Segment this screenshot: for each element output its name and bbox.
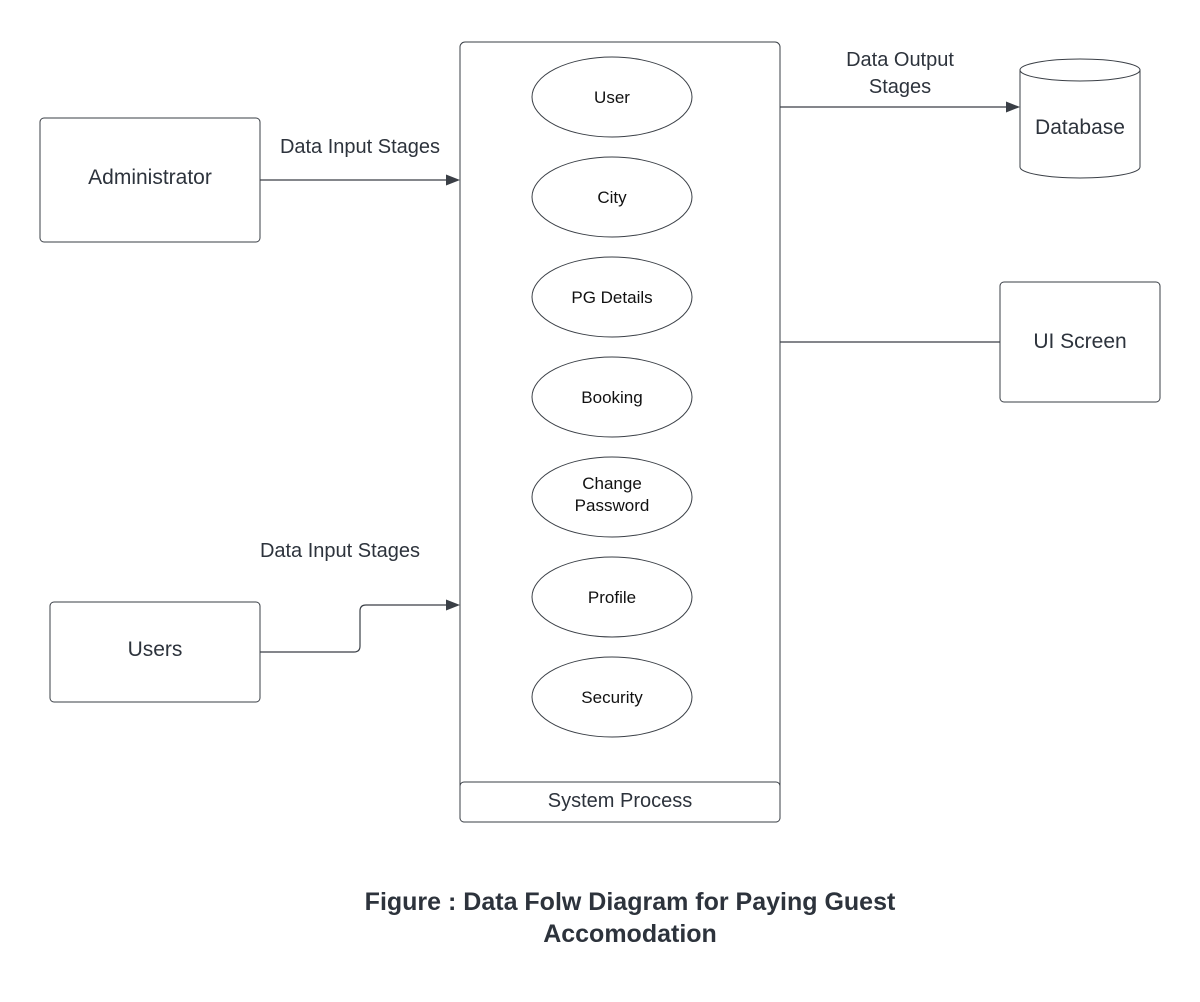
process-security[interactable]: Security	[531, 656, 693, 738]
arrowhead	[446, 174, 460, 186]
output-stages-label-line1: Data Output	[846, 49, 954, 71]
process-booking[interactable]: Booking	[531, 356, 693, 438]
process-label: Profile	[588, 588, 636, 607]
process-ellipse	[531, 356, 693, 438]
database-label: Database	[1035, 116, 1125, 139]
process-user[interactable]: User	[531, 56, 693, 138]
administrator-node[interactable]: Administrator	[39, 117, 261, 243]
process-label: Change	[582, 474, 642, 493]
administrator-label: Administrator	[88, 166, 212, 189]
caption-line2: Accomodation	[543, 920, 717, 948]
edge-admin-to-system: Data Input Stages	[260, 136, 460, 186]
process-pg-details[interactable]: PG Details	[531, 256, 693, 338]
users-input-stages-label: Data Input Stages	[260, 540, 420, 562]
process-ellipse	[531, 256, 693, 338]
process-label: PG Details	[571, 288, 652, 307]
process-label: Security	[581, 688, 643, 707]
process-city[interactable]: City	[531, 156, 693, 238]
process-ellipse	[531, 556, 693, 638]
edge-users-to-system: Data Input Stages	[260, 540, 460, 653]
process-label: City	[597, 188, 627, 207]
process-profile[interactable]: Profile	[531, 556, 693, 638]
process-label-line2: Password	[575, 496, 650, 515]
database-node[interactable]: Database	[1019, 58, 1141, 179]
process-ellipse	[531, 456, 693, 538]
arrowhead	[1006, 101, 1020, 113]
process-label: User	[594, 88, 630, 107]
users-node[interactable]: Users	[49, 601, 261, 703]
process-ellipse	[531, 656, 693, 738]
process-ellipse	[531, 156, 693, 238]
admin-input-stages-label: Data Input Stages	[280, 136, 440, 158]
edge-system-to-database: Data Output Stages	[780, 49, 1020, 113]
ui-screen-label: UI Screen	[1033, 330, 1126, 353]
process-ellipse	[531, 56, 693, 138]
process-label: Booking	[581, 388, 642, 407]
caption-line1: Figure : Data Folw Diagram for Paying Gu…	[365, 888, 896, 916]
system-process-label: System Process	[548, 790, 692, 812]
arrowhead	[446, 599, 460, 611]
ui-screen-node[interactable]: UI Screen	[999, 281, 1161, 403]
users-label: Users	[128, 638, 183, 661]
output-stages-label-line2: Stages	[869, 76, 931, 98]
system-process-footer	[459, 781, 781, 823]
figure-caption: Figure : Data Folw Diagram for Paying Gu…	[365, 888, 896, 948]
